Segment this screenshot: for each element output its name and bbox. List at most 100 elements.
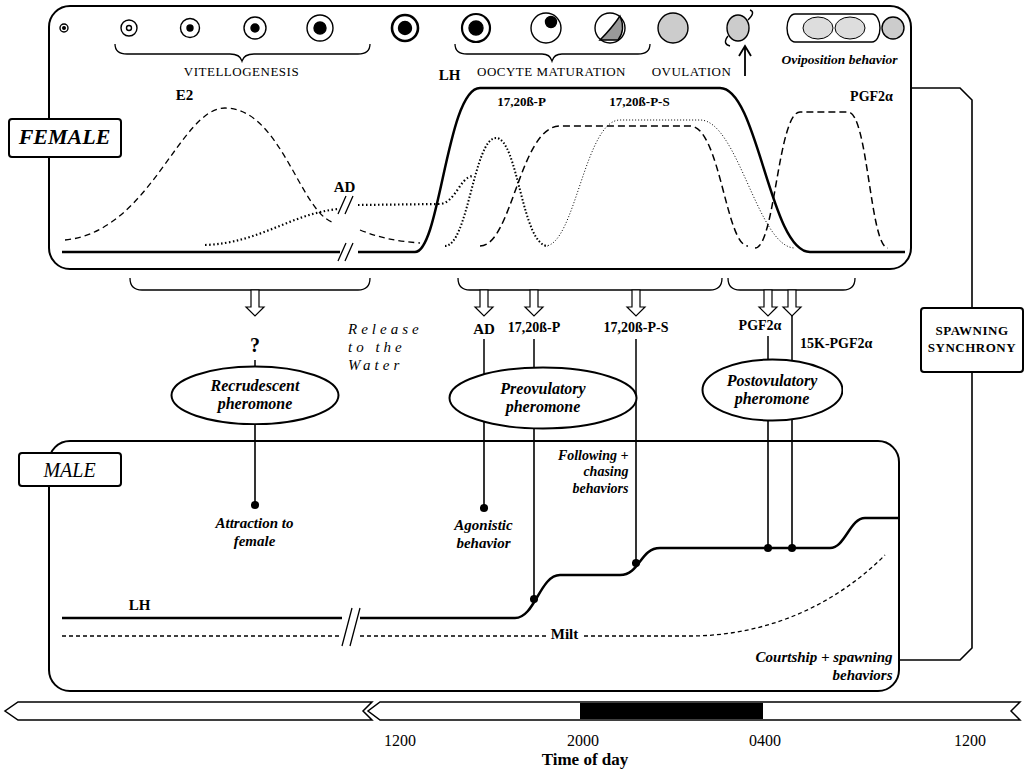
oocyte-series <box>546 17 557 28</box>
oocyte-series <box>63 27 66 30</box>
oocyte-series <box>181 19 200 38</box>
time-axis <box>368 702 1020 720</box>
compound-label: 17,20ß-P-S <box>604 320 669 337</box>
male-level-curve <box>342 608 360 646</box>
ellipse-outline <box>172 366 339 424</box>
sex-label-box: MALE <box>18 452 122 487</box>
compound-label: AD <box>473 320 495 338</box>
axis-title: Time of day <box>542 750 629 770</box>
oocyte-series <box>399 22 412 35</box>
release-note: Release to the Water <box>348 320 448 374</box>
oocyte-series <box>469 21 483 35</box>
synchrony-label: SPAWNING SYNCHRONY <box>928 323 1016 357</box>
hormone-curve <box>338 196 353 261</box>
ellipse-outline <box>702 360 842 421</box>
behavior-label: Following + chasing behaviors <box>541 448 629 498</box>
pheromone-connector <box>254 424 256 505</box>
oocyte-series <box>462 14 490 42</box>
oocyte-series <box>727 15 749 41</box>
level-label: Milt <box>547 627 583 642</box>
hormone-curve <box>755 112 888 248</box>
hormone-curve <box>480 126 748 246</box>
hollow-arrow <box>759 290 777 316</box>
time-axis <box>5 702 372 720</box>
connector-group <box>255 88 972 660</box>
pheromone-name: Preovulatory pheromone <box>500 380 585 417</box>
oocyte-series <box>60 10 904 46</box>
pheromone-connector <box>635 401 637 563</box>
oocyte-series <box>803 17 833 39</box>
phase-label: OVULATION <box>652 64 732 80</box>
behavior-label: Attraction to female <box>200 514 310 550</box>
hollow-arrow <box>783 290 801 316</box>
oocyte-series <box>725 10 752 46</box>
sex-label: FEMALE <box>19 124 111 150</box>
pheromone-connector <box>533 428 535 599</box>
ellipse-outline <box>450 368 637 429</box>
oocyte-series <box>658 13 688 43</box>
hollow-arrow <box>525 290 543 316</box>
compound-label: PGF2α <box>739 318 782 335</box>
oocyte-series <box>600 16 623 40</box>
sex-label: MALE <box>43 458 95 482</box>
time-axis <box>5 702 1020 720</box>
oocyte-series <box>127 26 132 31</box>
hormone-curve <box>205 176 472 245</box>
pheromone-connector <box>791 419 793 548</box>
hollow-arrow <box>246 290 801 316</box>
time-tick: 1200 <box>954 731 986 750</box>
pheromone-ellipse: Preovulatory pheromone <box>448 366 638 430</box>
phase-brace <box>115 44 370 61</box>
sex-label-box: FEMALE <box>8 118 122 158</box>
oocyte-series <box>787 14 880 42</box>
oocyte-series <box>121 20 137 36</box>
male-level-curve <box>62 555 885 636</box>
oocyte-series <box>314 22 326 34</box>
phase-brace <box>115 44 650 61</box>
time-tick: 1200 <box>384 731 416 750</box>
phase-label: Oviposition behavior <box>782 52 898 68</box>
phase-label: OOCYTE MATURATION <box>477 64 626 80</box>
oocyte-series <box>187 25 193 31</box>
pheromone-connector <box>911 88 972 307</box>
oocyte-series <box>307 15 333 41</box>
oocyte-series <box>244 17 266 39</box>
oocyte-series <box>392 15 418 41</box>
behavior-label: Agonistic behavior <box>442 516 526 552</box>
phase-brace <box>455 44 650 61</box>
oocyte-series <box>531 13 561 43</box>
release-bracket <box>458 278 722 290</box>
hormone-label: AD <box>334 178 356 196</box>
hollow-arrow <box>627 290 645 316</box>
time-tick: 0400 <box>749 731 781 750</box>
pheromone-name: Postovulatory pheromone <box>727 372 818 409</box>
time-tick: 2000 <box>567 731 599 750</box>
pheromone-connector <box>899 373 972 660</box>
hollow-arrow <box>246 290 264 316</box>
pheromone-ellipse: Recrudescent pheromone <box>170 365 340 426</box>
female-panel: VITELLOGENESIS OOCYTE MATURATION OVULATION… <box>48 5 912 270</box>
hormone-curve <box>545 120 795 248</box>
oocyte-series <box>835 17 865 39</box>
hollow-arrow <box>475 290 493 316</box>
hormone-curve <box>445 138 548 246</box>
oocyte-series <box>60 24 68 32</box>
unknown-mark: ? <box>250 333 260 357</box>
time-axis <box>580 703 763 719</box>
level-label: LH <box>129 596 151 614</box>
hormone-label: 17,20ß-P <box>497 94 546 110</box>
male-level-curve <box>62 518 898 618</box>
hormone-curve <box>62 88 905 261</box>
ovulation-arrow <box>739 46 751 76</box>
hormone-label: LH <box>439 66 461 84</box>
compound-label: 15K-PGF2α <box>800 336 872 353</box>
ovulation-arrow <box>739 46 751 76</box>
release-bracket <box>130 278 370 290</box>
hormone-label: 17,20ß-P-S <box>609 94 669 110</box>
release-bracket <box>728 278 855 290</box>
pheromone-connector <box>483 422 485 508</box>
phase-label: VITELLOGENESIS <box>184 64 299 80</box>
oocyte-series <box>882 17 904 39</box>
